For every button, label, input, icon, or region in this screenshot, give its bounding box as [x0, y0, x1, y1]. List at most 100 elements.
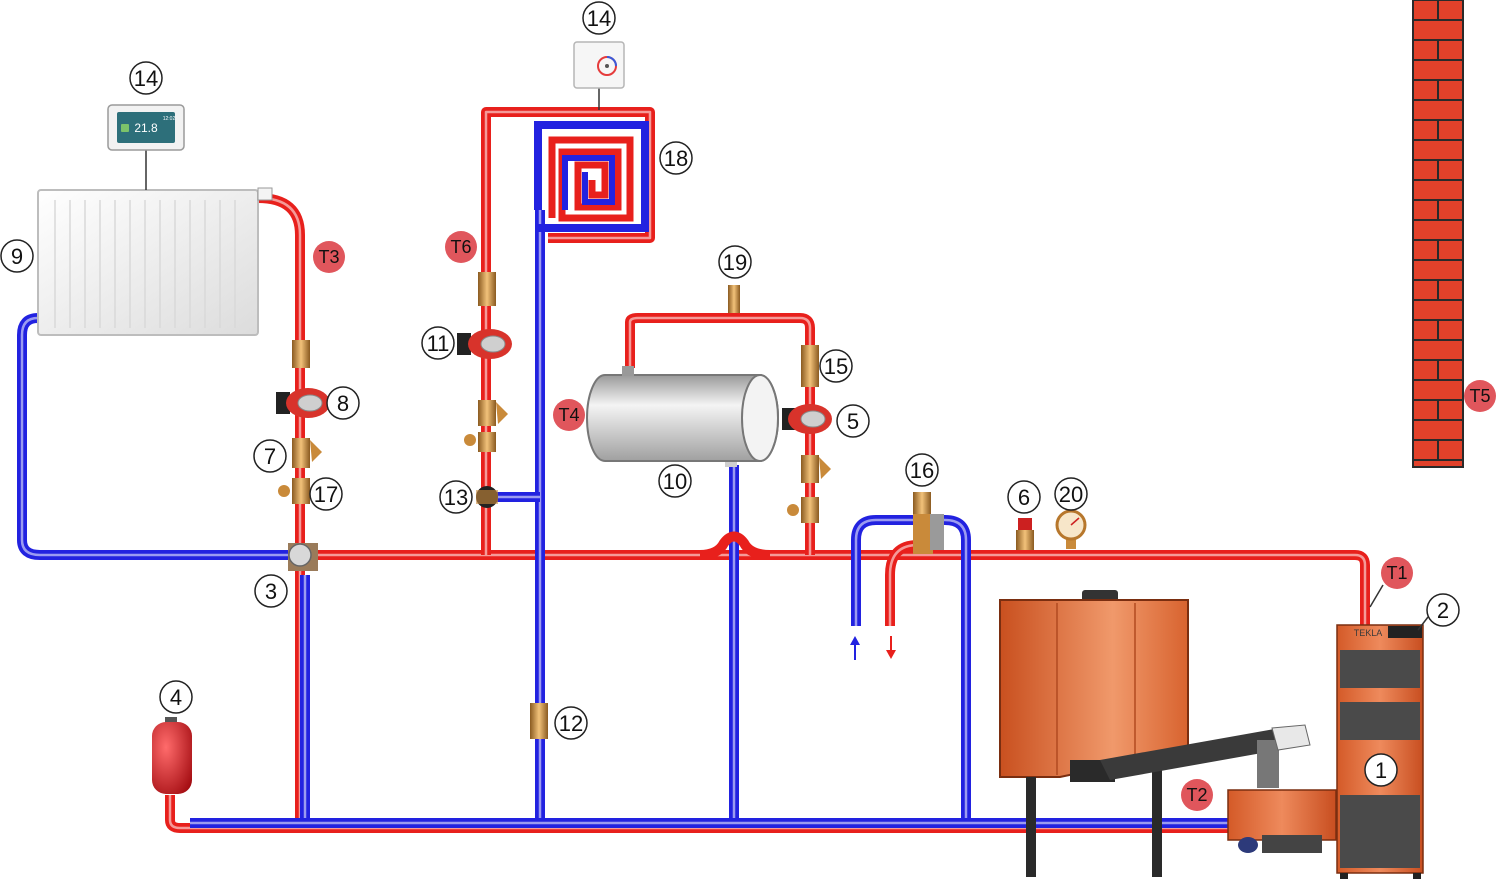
callout-number: 10 [663, 469, 687, 494]
callout-number: 17 [314, 482, 338, 507]
callout-19: 19 [718, 245, 752, 279]
callout-number: 12 [559, 711, 583, 736]
sensor-tag-t6: T6 [445, 231, 477, 263]
pipe-highlight-0 [300, 553, 1367, 630]
check-valve [476, 486, 498, 508]
buffer-tank [586, 366, 779, 467]
callout-number: 14 [587, 6, 611, 31]
sensor-tag-t2: T2 [1181, 779, 1213, 811]
callout-circle [554, 706, 588, 740]
leader-lines [1369, 584, 1429, 631]
callout-number: 18 [664, 146, 688, 171]
sensor-tag-label: T4 [558, 405, 579, 425]
three-way-mixing-valve [288, 543, 318, 571]
callout-number: 19 [723, 250, 747, 275]
callout-20: 20 [1054, 477, 1088, 511]
supply-pipe-0 [300, 550, 1370, 630]
callout-3: 3 [254, 574, 288, 608]
callout-12: 12 [554, 706, 588, 740]
callout-number: 8 [337, 391, 349, 416]
callout-circle [439, 480, 473, 514]
pipe-highlight-13 [854, 518, 968, 820]
sensor-tag-circle [445, 231, 477, 263]
callout-4: 4 [159, 680, 193, 714]
callout-circle [0, 239, 34, 273]
callout-number: 1 [1375, 758, 1387, 783]
underfloor-heating-spiral [534, 121, 649, 232]
hot-water-outlet-arrow [886, 636, 896, 659]
thermostat-temperature: 21.8 [134, 121, 158, 135]
callout-circle [1426, 593, 1460, 627]
auger-feeder [1100, 724, 1337, 853]
sensor-tag-t4: T4 [553, 399, 585, 431]
callout-number: 3 [265, 579, 277, 604]
callout-17: 17 [309, 477, 343, 511]
sensor-tag-label: T3 [318, 247, 339, 267]
brass-fittings [278, 272, 944, 739]
callout-circle [658, 464, 692, 498]
callout-circle [659, 141, 693, 175]
callout-circle [254, 574, 288, 608]
sensor-tag-label: T1 [1386, 563, 1407, 583]
callout-18: 18 [659, 141, 693, 175]
callout-15: 15 [819, 349, 853, 383]
callout-14-room: 14 [582, 1, 616, 35]
callout-number: 16 [910, 458, 934, 483]
pellet-hopper [999, 590, 1189, 877]
pellet-boiler: TEKLA [1336, 624, 1424, 879]
sensor-tag-label: T2 [1186, 785, 1207, 805]
callout-14-panel: 14 [129, 61, 163, 95]
circulation-pump-5 [782, 404, 832, 434]
callout-7: 7 [253, 439, 287, 473]
callout-number: 2 [1437, 598, 1449, 623]
safety-valve [1016, 518, 1034, 550]
callout-number: 15 [824, 354, 848, 379]
callout-9: 9 [0, 239, 34, 273]
room-thermostat [573, 41, 625, 110]
sensor-tag-circle [1181, 779, 1213, 811]
callout-circle [718, 245, 752, 279]
callout-number: 11 [427, 331, 450, 356]
boiler-brand-label: TEKLA [1354, 628, 1383, 638]
callout-number: 13 [444, 485, 468, 510]
callout-circle [1054, 477, 1088, 511]
callout-number: 4 [170, 685, 182, 710]
pipe-highlight-3 [484, 110, 652, 240]
pressure-gauge [1055, 509, 1087, 549]
callout-number: 20 [1059, 482, 1083, 507]
callout-circle [129, 61, 163, 95]
return-pipe-8 [17, 313, 290, 560]
callout-5: 5 [836, 404, 870, 438]
sensor-tag-t1: T1 [1381, 557, 1413, 589]
callout-labels: 14 14 18 9 19 11 15 8 5 7 10 16 17 13 6 20 3 2 4 12 1 [0, 1, 1460, 787]
callout-circle [836, 404, 870, 438]
sensor-tag-t5: T5 [1464, 380, 1496, 412]
thermostat-time: 12:02 [163, 116, 176, 122]
callout-circle [309, 477, 343, 511]
sensor-tag-t3: T3 [313, 241, 345, 273]
callout-number: 7 [264, 444, 276, 469]
pipe-highlight-8 [20, 316, 290, 557]
radiator [37, 187, 273, 336]
callout-6: 6 [1007, 480, 1041, 514]
callout-circle [1007, 480, 1041, 514]
callout-10: 10 [658, 464, 692, 498]
callout-circle [253, 439, 287, 473]
touch-thermostat-panel: 21.8 12:02 [107, 104, 185, 190]
return-pipe-13 [851, 515, 971, 820]
callout-circle [582, 1, 616, 35]
sensor-tag-label: T5 [1469, 386, 1490, 406]
pipe-highlight-4 [628, 316, 812, 555]
pipe-highlight-6 [168, 795, 1228, 830]
callout-number: 5 [847, 409, 859, 434]
callout-number: 14 [134, 66, 158, 91]
chimney-wall [1412, 0, 1464, 468]
callout-circle [1364, 753, 1398, 787]
callout-2: 2 [1426, 593, 1460, 627]
callout-circle [905, 453, 939, 487]
sensor-tag-circle [1464, 380, 1496, 412]
callout-11: 11 [421, 326, 455, 360]
pipe-highlight-5 [888, 543, 919, 626]
